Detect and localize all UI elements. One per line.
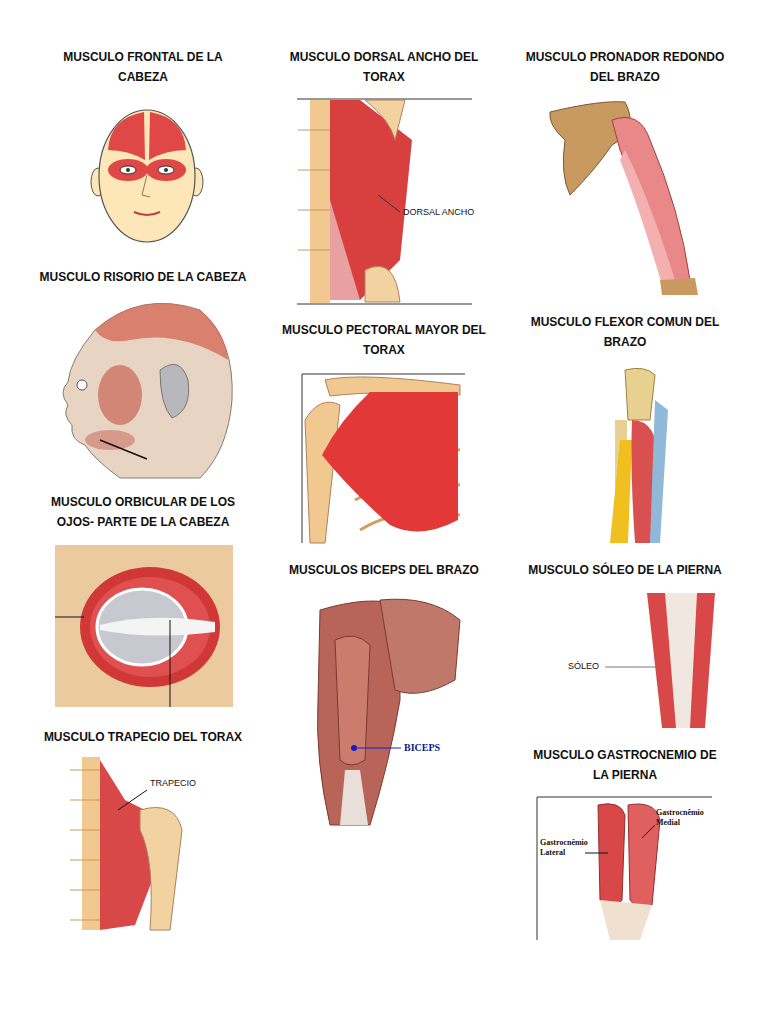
part-label: Gastrocnêmio Medial — [656, 808, 714, 828]
part-label: DORSAL ANCHO — [403, 207, 478, 218]
face-figure — [91, 110, 203, 242]
muscle-title: MUSCULO FLEXOR COMUN DEL BRAZO — [525, 312, 725, 352]
latissimus-figure — [297, 99, 472, 304]
pectoral-figure — [302, 374, 465, 543]
muscle-title: MUSCULO PRONADOR REDONDO DEL BRAZO — [520, 47, 730, 87]
soleus-figure — [605, 593, 715, 728]
muscle-title: MUSCULO RISORIO DE LA CABEZA — [38, 267, 248, 287]
muscle-title: MUSCULO FRONTAL DE LA CABEZA — [48, 47, 238, 87]
gastrocnemius-figure — [537, 797, 712, 940]
muscle-title: MUSCULO SÓLEO DE LA PIERNA — [515, 560, 735, 580]
part-label: BICEPS — [404, 742, 464, 753]
eye-orbit-figure — [55, 545, 233, 707]
muscle-title: MUSCULO PECTORAL MAYOR DEL TORAX — [279, 320, 489, 360]
part-label: Gastrocnêmio Lateral — [540, 838, 588, 858]
muscle-title: MUSCULO TRAPECIO DEL TORAX — [38, 727, 248, 747]
biceps-figure — [318, 599, 461, 825]
muscle-title: MUSCULO GASTROCNEMIO DE LA PIERNA — [525, 745, 725, 785]
muscle-title: MUSCULOS BICEPS DEL BRAZO — [274, 560, 494, 580]
pronator-figure — [550, 102, 698, 295]
muscle-title: MUSCULO DORSAL ANCHO DEL TORAX — [284, 47, 484, 87]
flexor-figure — [610, 368, 668, 543]
head-side-figure — [63, 303, 232, 478]
muscle-title: MUSCULO ORBICULAR DE LOS OJOS- PARTE DE … — [48, 492, 238, 532]
part-label: TRAPECIO — [150, 778, 210, 789]
part-label: SÓLEO — [568, 661, 608, 672]
